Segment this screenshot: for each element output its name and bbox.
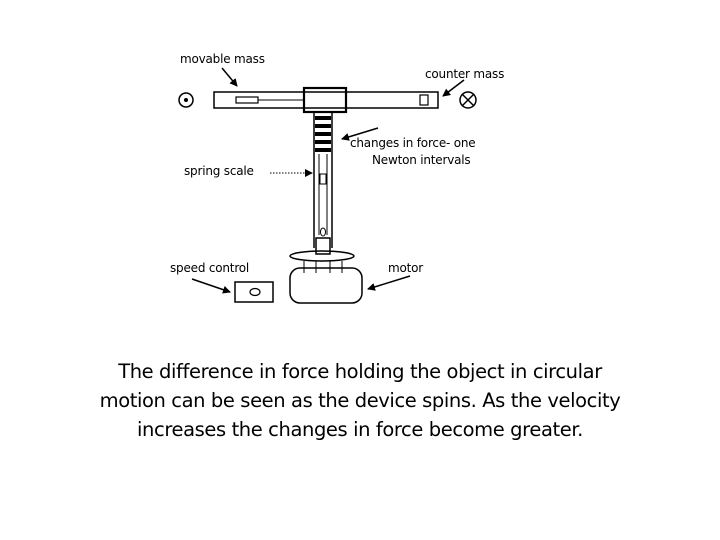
force-band-1 (315, 116, 331, 120)
label-spring-scale: spring scale (184, 164, 254, 178)
label-motor: motor (388, 261, 424, 275)
speed-control-box (234, 281, 274, 303)
arm-hub (302, 86, 348, 114)
shaft-coupling (315, 237, 331, 255)
figure-caption: The difference in force holding the obje… (40, 357, 680, 444)
arrow-motor (367, 275, 411, 291)
label-counter-mass: counter mass (425, 67, 505, 81)
vertical-shaft (313, 112, 333, 255)
caption-line-3: increases the changes in force become gr… (137, 418, 583, 441)
turntable-plate (289, 250, 355, 273)
spring-indicator (319, 173, 327, 185)
movable-mass (235, 96, 259, 104)
spring-hook (320, 227, 326, 237)
speed-dial (249, 287, 261, 297)
caption-line-2: motion can be seen as the device spins. … (99, 389, 621, 412)
counter-mass-marker-icon (459, 91, 477, 109)
arrow-speed-control (191, 278, 231, 294)
force-band-3 (315, 132, 331, 136)
label-speed-control: speed control (170, 261, 250, 275)
label-changes-in-force-line2: Newton intervals (372, 153, 471, 167)
force-band-4 (315, 140, 331, 144)
caption-line-1: The difference in force holding the obje… (118, 360, 602, 383)
force-band-5 (315, 148, 331, 152)
arrow-movable-mass (221, 67, 238, 87)
arrow-counter-mass (442, 79, 465, 97)
force-band-2 (315, 124, 331, 128)
motor-housing (289, 267, 363, 304)
counter-mass (419, 94, 429, 106)
label-changes-in-force-line1: changes in force- one (350, 136, 476, 150)
rotating-arm (213, 86, 439, 114)
label-movable-mass: movable mass (180, 52, 265, 66)
arrow-changes-in-force (341, 127, 379, 141)
left-pivot-icon (178, 92, 194, 108)
